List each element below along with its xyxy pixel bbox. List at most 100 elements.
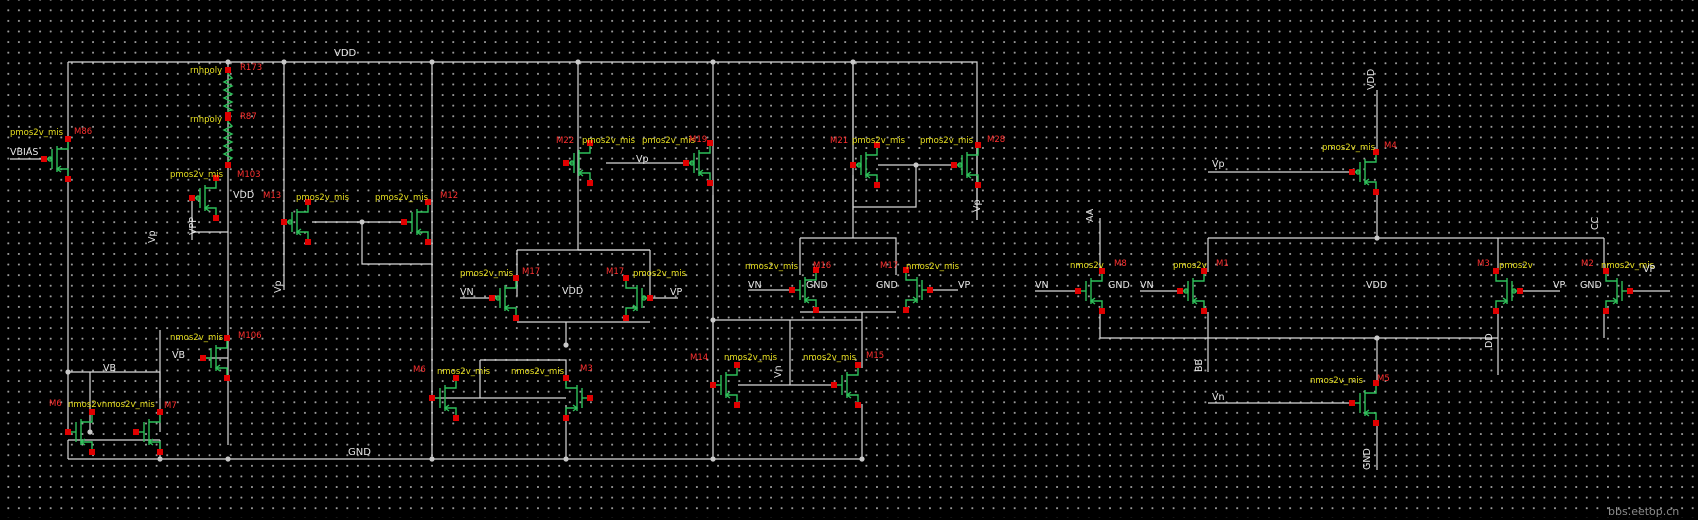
junction-dot <box>710 456 716 462</box>
schematic-label: nmos2v_mis <box>803 353 857 363</box>
schematic-label: GND <box>1362 448 1373 470</box>
schematic-label: Vp <box>636 154 649 165</box>
nmos-transistor <box>432 378 457 418</box>
pin <box>789 287 795 293</box>
schematic-label: CC <box>1590 216 1601 230</box>
pmos-transistor <box>1495 271 1520 311</box>
pin <box>425 239 431 245</box>
pin <box>563 375 569 381</box>
pin <box>224 375 230 381</box>
schematic-label: nmos2v_mis <box>906 262 960 272</box>
pin <box>41 156 47 162</box>
pin <box>1517 288 1523 294</box>
schematic-label: VDD <box>1366 69 1377 90</box>
pmos-transistor <box>492 278 517 318</box>
schematic-label: VB <box>172 350 185 361</box>
schematic-label: M19 <box>689 135 707 145</box>
junction-dot <box>281 59 287 65</box>
devices-group <box>44 70 1630 452</box>
schematic-label: M4 <box>1384 141 1397 151</box>
pin <box>305 199 311 205</box>
schematic-label: nmos2v_mis <box>1601 261 1655 271</box>
pmos-transistor <box>284 202 309 242</box>
pin <box>1075 288 1081 294</box>
schematic-label: Vp <box>273 280 284 293</box>
pin <box>1603 308 1609 314</box>
junction-dot <box>359 219 365 225</box>
schematic-label: R173 <box>240 63 262 73</box>
pin <box>453 375 459 381</box>
schematic-label: M12 <box>440 191 458 201</box>
schematic-label: pmos2v_mis <box>642 136 696 146</box>
pin <box>850 162 856 168</box>
pin <box>429 395 435 401</box>
pin <box>623 315 629 321</box>
schematic-label: VN <box>748 280 762 291</box>
pin <box>734 402 740 408</box>
schematic-label: pmos2v <box>1173 261 1207 271</box>
schematic-label: pmos2v_mis <box>852 136 906 146</box>
resistor <box>222 70 235 115</box>
nmos-transistor <box>1605 271 1630 311</box>
pin <box>1493 308 1499 314</box>
pin <box>927 287 933 293</box>
pin <box>65 136 71 142</box>
schematic-label: M1 <box>1216 259 1229 269</box>
junction-dot <box>859 456 865 462</box>
pin <box>903 307 909 313</box>
schematic-label: DD <box>1484 333 1495 348</box>
schematic-label: pmos2v_mis <box>460 269 514 279</box>
schematic-label: M17 <box>522 267 540 277</box>
pin <box>225 162 231 168</box>
schematic-label: GND <box>1108 280 1130 291</box>
pin <box>401 219 407 225</box>
nmos-transistor <box>136 412 161 452</box>
wire <box>361 222 432 265</box>
schematic-label: pmos2v_mis <box>296 193 350 203</box>
junction-dot <box>710 59 716 65</box>
schematic-label: VDD <box>562 286 583 297</box>
schematic-label: VB <box>103 363 116 374</box>
pmos-transistor <box>44 139 69 179</box>
pin <box>1201 308 1207 314</box>
pin <box>903 267 909 273</box>
pin <box>563 415 569 421</box>
junction-dot <box>1374 335 1380 341</box>
schematic-label: M106 <box>238 331 262 341</box>
nmos-transistor <box>68 412 93 452</box>
pin <box>831 382 837 388</box>
schematic-label: M3 <box>1477 259 1490 269</box>
wire <box>853 165 917 208</box>
pin <box>1099 268 1105 274</box>
schematic-label: BB <box>1194 359 1205 372</box>
schematic-label: GND <box>806 280 828 291</box>
schematic-label: pmos2v_mis <box>1322 143 1376 153</box>
pin <box>587 395 593 401</box>
schematic-label: VDD <box>233 190 254 201</box>
pin <box>1201 268 1207 274</box>
pin <box>224 335 230 341</box>
wire <box>1099 312 1498 339</box>
schematic-label: nmos2v_mis <box>745 262 799 272</box>
schematic-label: M7 <box>164 401 177 411</box>
pin <box>1373 420 1379 426</box>
pin <box>281 219 287 225</box>
junction-dot <box>157 456 163 462</box>
nmos-transistor <box>203 338 228 378</box>
schematic-label: Vn <box>1212 392 1225 403</box>
pin <box>65 429 71 435</box>
resistor <box>222 118 234 165</box>
schematic-label: Vp <box>147 230 158 243</box>
junction-dot <box>850 59 856 65</box>
schematic-label: M3 <box>580 364 593 374</box>
schematic-label: M2 <box>1581 259 1594 269</box>
schematic-label: VP <box>1553 280 1565 291</box>
schematic-label: M6 <box>49 399 62 409</box>
schematic-label: nmos2vnmos2v_mis <box>68 400 155 410</box>
junction-dot <box>429 59 435 65</box>
junction-dot <box>225 456 231 462</box>
schematic-label: VP <box>958 280 970 291</box>
